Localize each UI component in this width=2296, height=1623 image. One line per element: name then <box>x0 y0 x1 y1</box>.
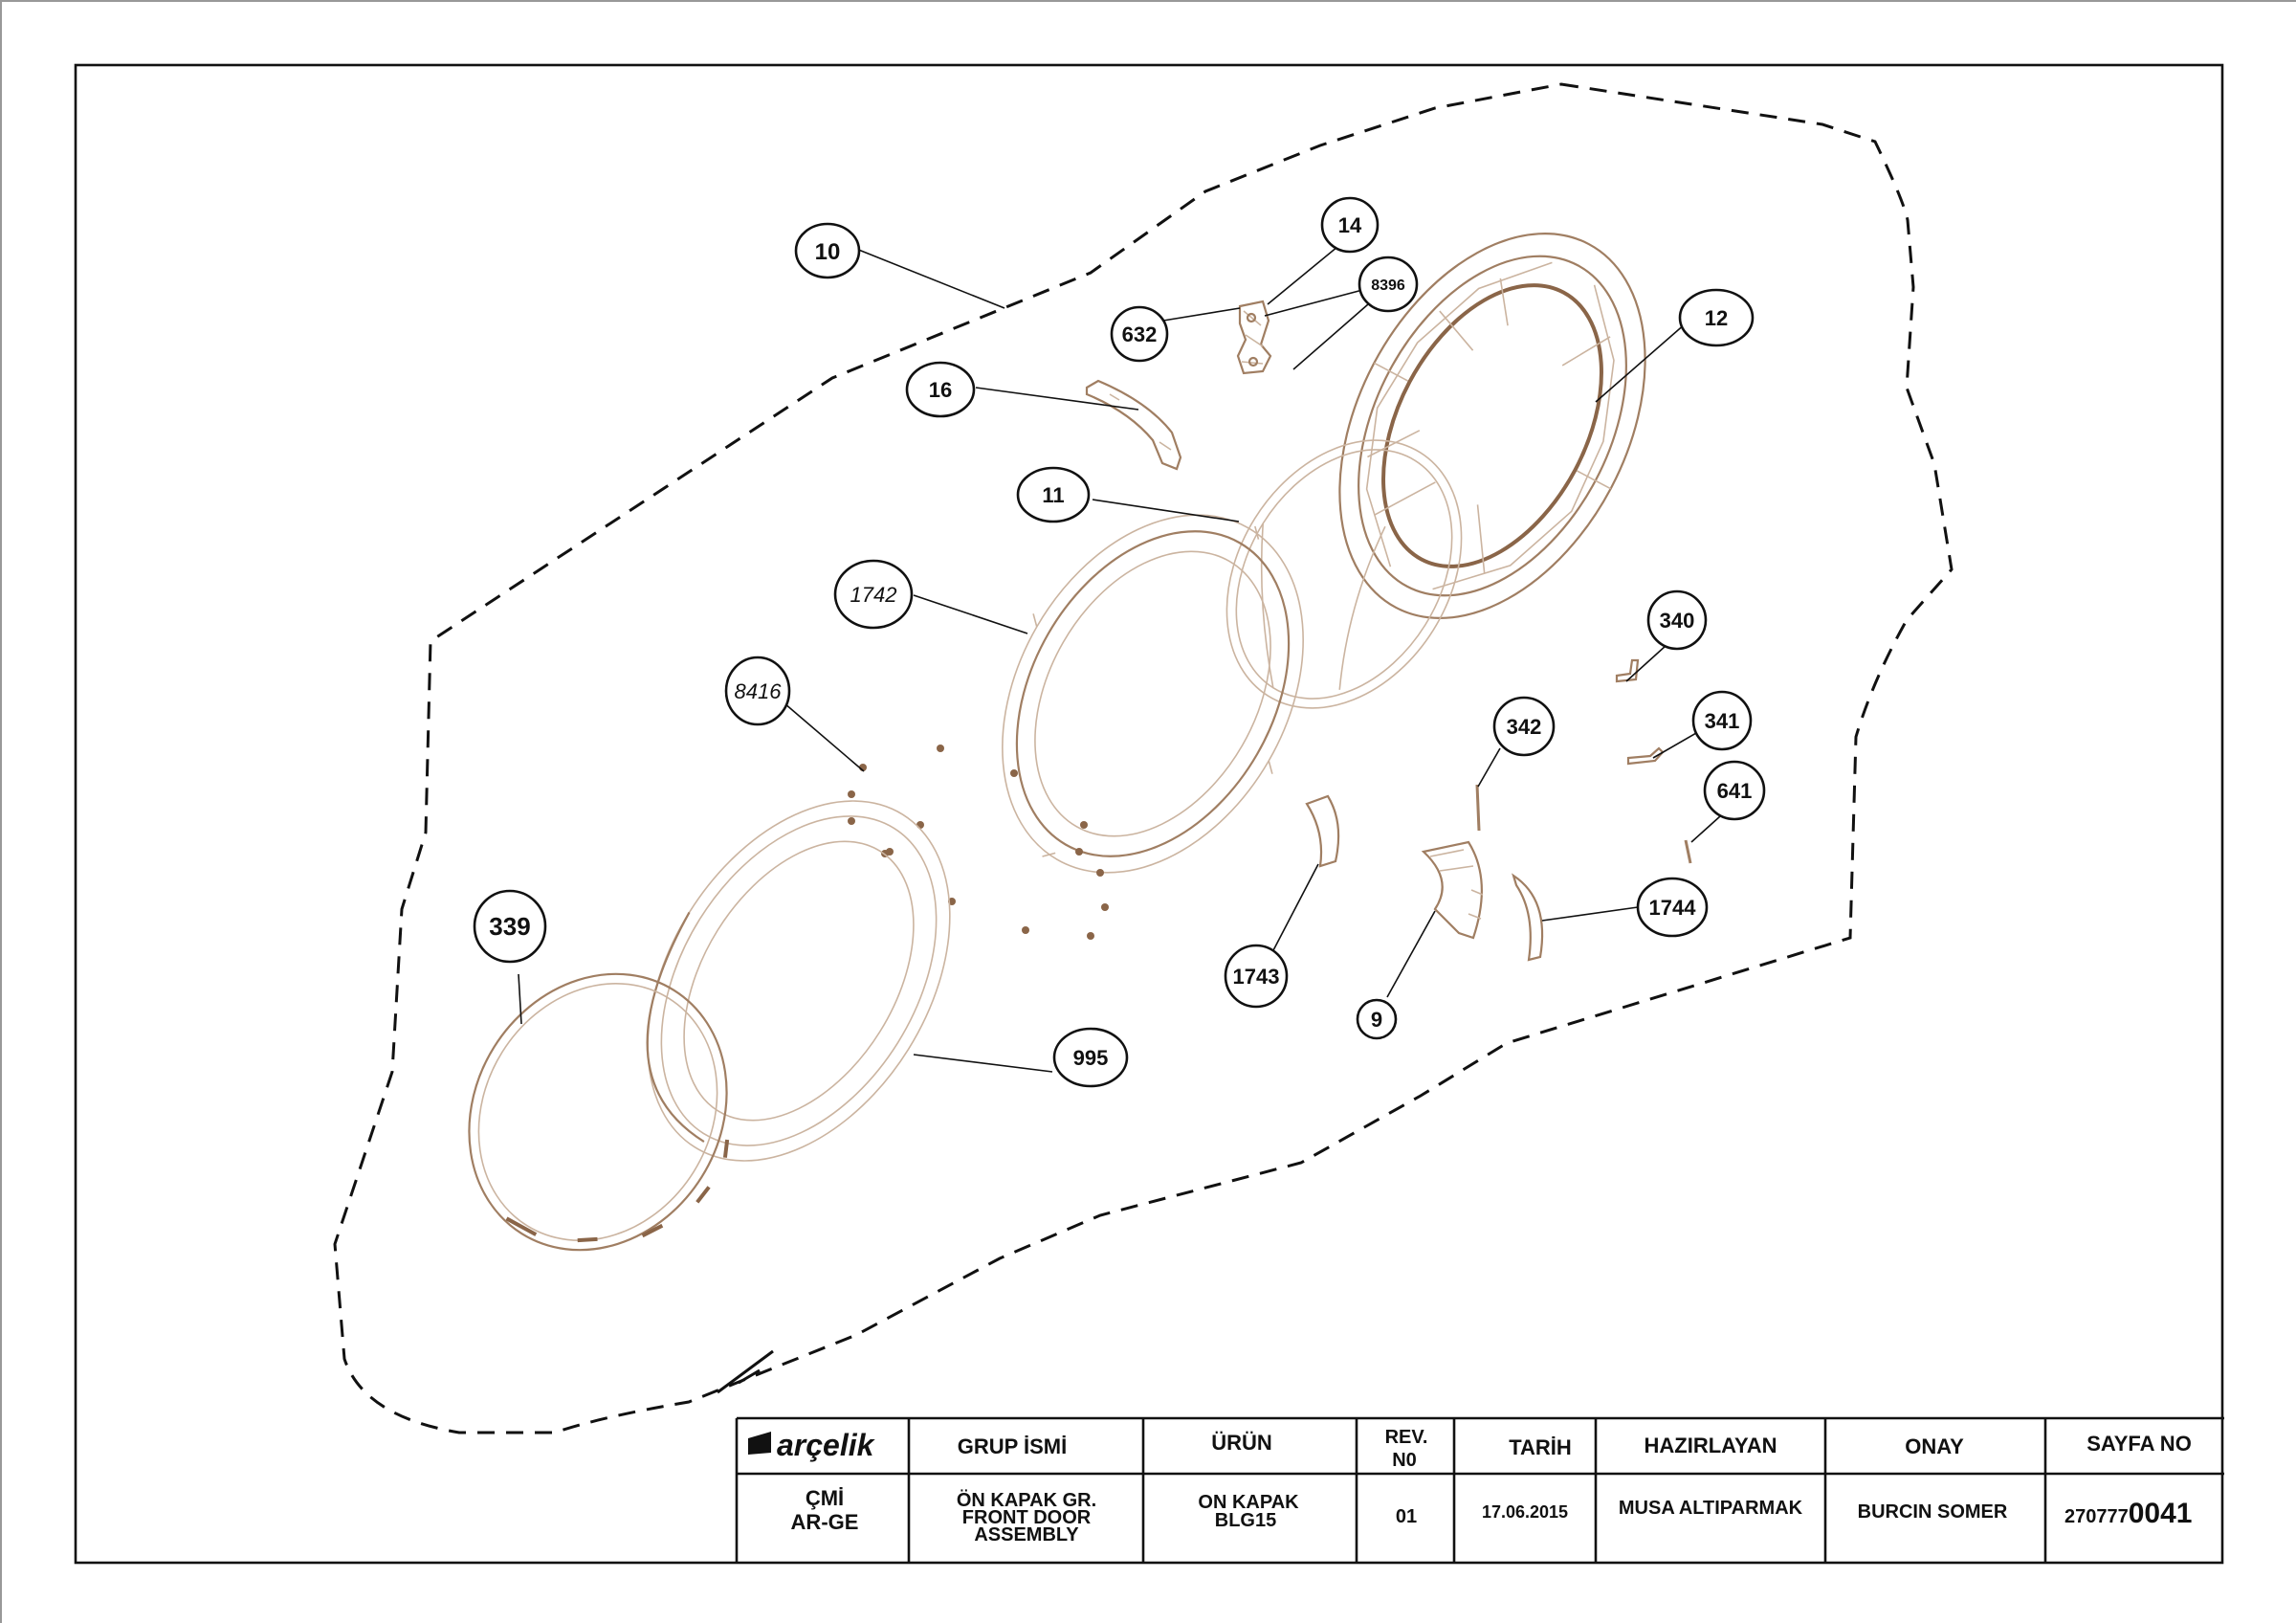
callout-339: 339 <box>473 889 547 964</box>
part-1742-inner-ring <box>1002 514 1304 874</box>
part-12-door-inner-frame <box>1338 233 1646 619</box>
callout-1743-label: 1743 <box>1233 965 1280 989</box>
assembly-boundary-dashed <box>333 82 1954 1434</box>
callout-14: 14 <box>1320 196 1380 254</box>
part-11-door-glass <box>1225 439 1463 709</box>
header-product: ÜRÜN <box>1211 1431 1272 1455</box>
callout-342: 342 <box>1492 696 1556 757</box>
part-341-latch <box>1626 746 1665 766</box>
callout-16-label: 16 <box>929 378 952 402</box>
group-line3: ASSEMBLY <box>974 1524 1079 1545</box>
header-approval: ONAY <box>1905 1434 1964 1458</box>
part-1743-cover <box>1305 794 1340 868</box>
callout-14-label: 14 <box>1338 213 1362 237</box>
page-number-suffix: 0041 <box>2129 1498 2193 1529</box>
callout-995: 995 <box>1052 1027 1129 1088</box>
callout-340-label: 340 <box>1660 609 1695 633</box>
break-line <box>717 1349 774 1394</box>
callout-339-label: 339 <box>489 912 530 941</box>
callout-10: 10 <box>794 222 861 279</box>
page-number: 2707770041 <box>2064 1498 2193 1529</box>
callout-16: 16 <box>905 361 976 418</box>
callout-12: 12 <box>1678 288 1755 347</box>
part-641-rod <box>1684 839 1692 864</box>
callout-641-label: 641 <box>1717 779 1753 803</box>
dept-line1: ÇMİ <box>806 1486 844 1510</box>
callout-11: 11 <box>1016 466 1091 523</box>
part-1744-trim <box>1512 873 1544 962</box>
callout-1743: 1743 <box>1224 944 1289 1009</box>
header-group: GRUP İSMİ <box>958 1434 1068 1458</box>
part-340-spring <box>1615 658 1640 683</box>
part-342-pin <box>1475 784 1481 832</box>
part-16-bracket <box>1085 379 1182 471</box>
callout-340: 340 <box>1646 589 1708 651</box>
callout-995-label: 995 <box>1073 1046 1109 1070</box>
part-995-door-cover <box>646 800 951 1162</box>
callout-641: 641 <box>1703 760 1766 821</box>
callout-8416: 8416 <box>724 656 791 726</box>
callout-341-label: 341 <box>1705 709 1740 733</box>
header-prepared: HAZIRLAYAN <box>1645 1434 1777 1457</box>
page-number-prefix: 270777 <box>2064 1506 2129 1527</box>
product-line2: BLG15 <box>1215 1510 1276 1531</box>
callout-8396: 8396 <box>1358 256 1419 313</box>
part-9-handle <box>1421 840 1484 940</box>
callout-632-label: 632 <box>1122 322 1158 346</box>
leader-lines <box>518 246 1721 1073</box>
callout-341: 341 <box>1691 690 1753 751</box>
part-8416-screws <box>848 745 1109 940</box>
date-value: 17.06.2015 <box>1482 1502 1568 1522</box>
part-339-front-ring <box>468 972 730 1252</box>
part-14-hinge <box>1236 300 1272 375</box>
arcelik-logo: arçelik <box>748 1428 876 1462</box>
callout-9: 9 <box>1356 998 1398 1040</box>
callout-10-label: 10 <box>815 239 841 265</box>
callout-1744-label: 1744 <box>1649 896 1697 920</box>
approval-value: BURCIN SOMER <box>1858 1501 2008 1523</box>
callout-8416-label: 8416 <box>735 679 783 703</box>
callout-11-label: 11 <box>1042 483 1064 507</box>
drawing-frame <box>74 63 2224 1565</box>
header-rev-line2: N0 <box>1392 1450 1417 1471</box>
callout-1742: 1742 <box>833 559 914 630</box>
group-line1: ÖN KAPAK GR. <box>957 1489 1096 1511</box>
callout-1744: 1744 <box>1636 877 1709 938</box>
rev-value: 01 <box>1396 1506 1417 1527</box>
dept-line2: AR-GE <box>791 1510 859 1534</box>
logo-text: arçelik <box>777 1428 876 1462</box>
callout-12-label: 12 <box>1705 306 1728 330</box>
callout-342-label: 342 <box>1507 715 1542 739</box>
prepared-value: MUSA ALTIPARMAK <box>1619 1498 1803 1519</box>
header-page: SAYFA NO <box>2086 1432 2192 1456</box>
callout-632: 632 <box>1110 305 1169 363</box>
callout-8396-label: 8396 <box>1371 278 1405 294</box>
header-date: TARİH <box>1509 1435 1572 1459</box>
product-line1: ON KAPAK <box>1198 1492 1299 1513</box>
title-block: arçelik GRUP İSMİ ÜRÜN REV. N0 TARİH HAZ… <box>735 1416 2224 1563</box>
callout-9-label: 9 <box>1371 1008 1382 1032</box>
group-line2: FRONT DOOR <box>962 1507 1092 1528</box>
header-rev-line1: REV. <box>1385 1427 1428 1448</box>
callout-1742-label: 1742 <box>850 583 897 607</box>
